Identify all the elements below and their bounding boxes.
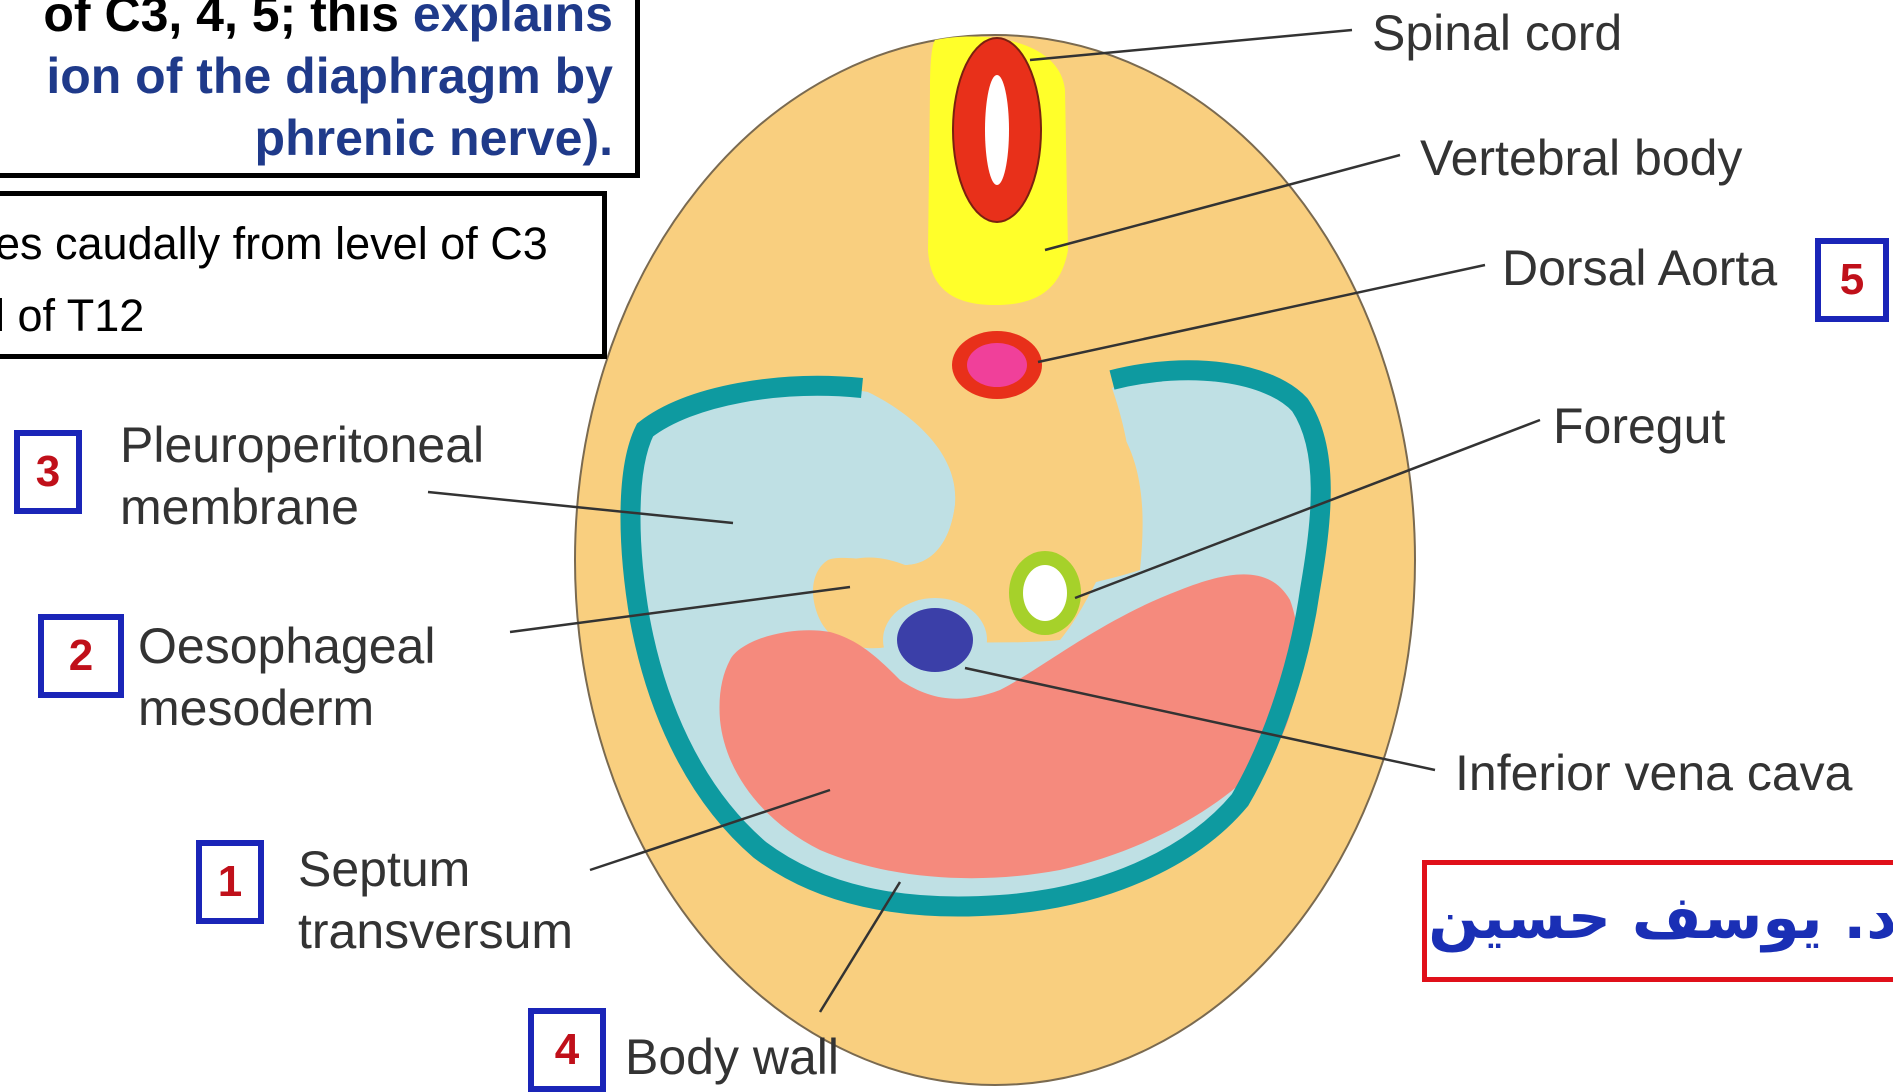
- number-box-4: 4: [528, 1008, 606, 1092]
- inferior-vena-cava: [897, 608, 973, 672]
- note-box-middle: es caudally from level of C3 l of T12: [0, 191, 607, 359]
- number-box-1: 1: [196, 840, 264, 924]
- note-top-line-3: phrenic nerve).: [0, 107, 635, 169]
- foregut-lumen: [1023, 565, 1067, 621]
- label-body-wall: Body wall: [625, 1026, 839, 1088]
- note-mid-line-1: es caudally from level of C3: [0, 218, 548, 270]
- note-top-line-1: of C3, 4, 5; this explains: [0, 0, 635, 45]
- number-box-5: 5: [1815, 238, 1889, 322]
- note-top-line-2: ion of the diaphragm by: [0, 45, 635, 107]
- label-vertebral-body: Vertebral body: [1420, 127, 1742, 189]
- author-signature: د. يوسف حسين: [1428, 883, 1893, 953]
- dorsal-aorta-lumen: [967, 343, 1027, 387]
- label-oesophageal-line2: mesoderm: [138, 677, 374, 739]
- label-inferior-vena-cava: Inferior vena cava: [1455, 742, 1852, 804]
- author-signature-box: د. يوسف حسين: [1422, 860, 1893, 982]
- number-box-3: 3: [14, 430, 82, 514]
- label-pleuroperitoneal-line1: Pleuroperitoneal: [120, 414, 484, 476]
- label-foregut: Foregut: [1553, 395, 1725, 457]
- neural-canal: [985, 75, 1009, 185]
- number-box-2: 2: [38, 614, 124, 698]
- label-septum-line2: transversum: [298, 900, 573, 962]
- note-top-line-1-blue: explains: [413, 0, 613, 42]
- label-pleuroperitoneal-line2: membrane: [120, 476, 359, 538]
- note-mid-line-2: l of T12: [0, 290, 144, 342]
- label-septum-line1: Septum: [298, 838, 470, 900]
- label-spinal-cord: Spinal cord: [1372, 2, 1622, 64]
- note-box-top: of C3, 4, 5; this explains ion of the di…: [0, 0, 640, 178]
- note-top-line-1-black: of C3, 4, 5; this: [43, 0, 413, 42]
- label-dorsal-aorta: Dorsal Aorta: [1502, 237, 1777, 299]
- label-oesophageal-line1: Oesophageal: [138, 615, 435, 677]
